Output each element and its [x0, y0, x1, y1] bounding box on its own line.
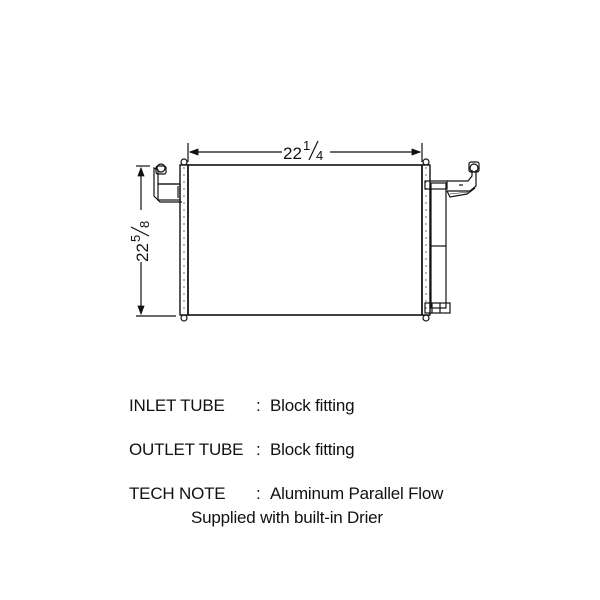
tech-note-line-2: Supplied with built-in Drier [191, 508, 383, 527]
outlet-tube-value: Block fitting [270, 440, 355, 459]
tech-note-label: TECH NOTE [129, 484, 226, 503]
width-dimension-denominator: 4 [316, 148, 323, 163]
inlet-tube-separator: : [256, 396, 261, 415]
condenser-core [187, 164, 423, 316]
outlet-fitting-icon [424, 161, 480, 198]
height-dimension-numerator: 5 [128, 235, 143, 242]
height-dimension-denominator: 8 [137, 221, 152, 228]
height-dimension-whole: 22 [133, 243, 152, 262]
outlet-tube-separator: : [256, 440, 261, 459]
width-fraction-slash [308, 140, 319, 161]
tech-note-separator: : [256, 484, 261, 503]
height-fraction-slash [130, 226, 150, 237]
right-header-tank [421, 164, 431, 316]
width-dimension-whole: 22 [283, 144, 302, 163]
width-dimension-numerator: 1 [303, 138, 310, 153]
outlet-tube-label: OUTLET TUBE [129, 440, 244, 459]
inlet-fitting-icon [153, 163, 182, 203]
inlet-tube-value: Block fitting [270, 396, 355, 415]
tech-note-value: Aluminum Parallel Flow [270, 484, 444, 503]
inlet-tube-label: INLET TUBE [129, 396, 225, 415]
left-header-tank [179, 164, 189, 316]
